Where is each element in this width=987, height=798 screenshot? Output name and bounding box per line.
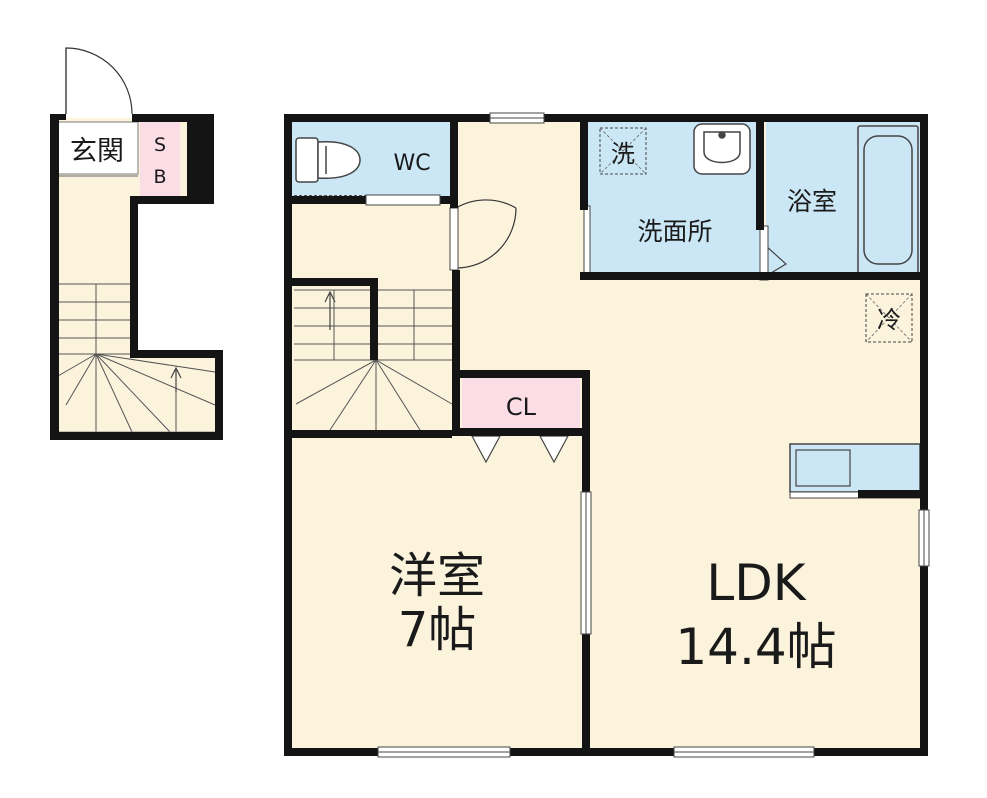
fridge-diag-b xyxy=(865,293,913,343)
main-walls xyxy=(284,114,928,756)
shoebox-label-top: S xyxy=(154,134,166,156)
window-wc xyxy=(365,194,441,206)
washer-diag-b xyxy=(599,127,647,175)
fridge-label: 冷 xyxy=(877,306,901,334)
kitchen-counter-icon xyxy=(789,443,921,499)
toilet-icon xyxy=(295,137,361,183)
ldk-name: LDK xyxy=(706,554,806,612)
genkan-floor xyxy=(57,121,139,175)
entrance-door-swing xyxy=(65,47,133,115)
washroom-label: 洗面所 xyxy=(637,217,712,246)
wc-label: WC xyxy=(393,151,430,176)
fridge-diag-a xyxy=(865,293,913,343)
ldk-size: 14.4帖 xyxy=(675,618,836,676)
main-unit: WC 洗 洗面所 浴室 冷 CL 洋室 7帖 LDK 14.4帖 xyxy=(284,112,930,758)
hall-door-leaf xyxy=(449,207,459,271)
washer-icon xyxy=(599,127,647,175)
main-stair-arrow-icon xyxy=(324,290,336,330)
washer-label: 洗 xyxy=(611,140,635,168)
western-room-name: 洋室 xyxy=(389,548,485,604)
closet-label: CL xyxy=(506,393,537,421)
shoebox-label-bottom: B xyxy=(153,166,166,188)
western-room-size: 7帖 xyxy=(398,602,477,658)
entrance-annex: 玄関 S B xyxy=(50,47,223,440)
annex-walls xyxy=(50,114,223,440)
genkan-label: 玄関 xyxy=(70,136,124,167)
main-stairs xyxy=(294,289,453,431)
bath-door-frame xyxy=(759,225,769,281)
bathtub-icon xyxy=(857,125,919,275)
annex-stair-arrow-icon xyxy=(170,366,182,392)
closet-room xyxy=(462,378,580,430)
washroom-door xyxy=(583,205,591,275)
shoebox-area xyxy=(140,122,180,198)
wash-basin-icon xyxy=(693,123,751,175)
hall-door-arc xyxy=(455,207,517,269)
bath-label: 浴室 xyxy=(787,187,837,216)
fridge-icon xyxy=(865,293,913,343)
